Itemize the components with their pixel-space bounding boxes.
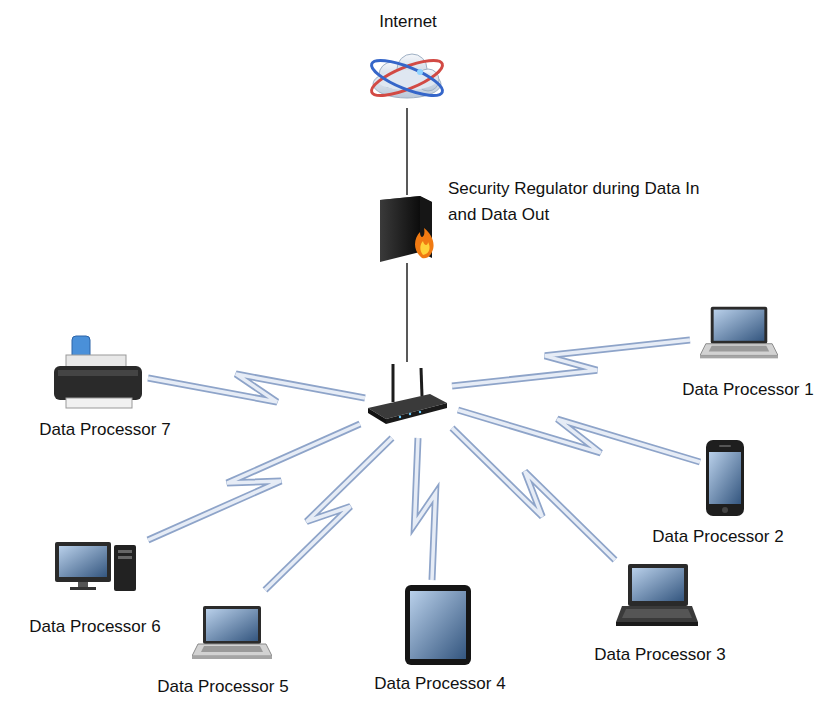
tablet-icon <box>405 585 471 665</box>
firewall-node: Security Regulator during Data In and Da… <box>378 195 434 263</box>
wireless-link <box>148 374 365 402</box>
device-label: Data Processor 1 <box>682 380 813 400</box>
wireless-link <box>458 410 700 462</box>
wireless-link <box>414 438 435 580</box>
laptop-node: Data Processor 1 <box>700 305 778 361</box>
phone-icon <box>706 440 744 516</box>
device-label: Data Processor 2 <box>652 527 783 547</box>
wireless-link <box>148 424 360 540</box>
wireless-link <box>265 438 392 590</box>
desktop-node: Data Processor 6 <box>55 540 137 592</box>
wireless-link <box>452 340 690 386</box>
printer-icon <box>54 336 142 408</box>
laptop-node: Data Processor 5 <box>192 605 272 661</box>
wireless-link <box>414 438 435 580</box>
device-label: Data Processor 7 <box>39 420 170 440</box>
phone-node: Data Processor 2 <box>703 440 747 516</box>
printer-node: Data Processor 7 <box>50 335 145 413</box>
wireless-link <box>458 410 700 462</box>
device-label: Data Processor 6 <box>29 617 160 637</box>
network-cable <box>406 108 408 195</box>
wire <box>406 263 408 362</box>
desktop-computer-icon <box>55 542 136 591</box>
wireless-link <box>452 340 690 386</box>
tablet-node: Data Processor 4 <box>405 585 471 665</box>
internet-cloud-icon <box>368 54 447 103</box>
desktop-terminal-icon <box>616 564 698 626</box>
router-icon <box>368 364 447 424</box>
wireless-link <box>452 428 615 560</box>
terminal-node: Data Processor 3 <box>615 565 697 625</box>
wireless-link <box>452 428 615 560</box>
device-label: Data Processor 4 <box>374 674 505 694</box>
wireless-link <box>148 374 365 402</box>
cloud-node: Internet <box>370 48 446 108</box>
network-label: Internet <box>379 12 437 32</box>
wireless-links <box>148 340 700 590</box>
laptop-icon <box>192 606 272 659</box>
device-label: Data Processor 5 <box>157 677 288 697</box>
firewall-label: Security Regulator during Data In and Da… <box>448 176 708 228</box>
wireless-link <box>148 424 360 540</box>
device-label: Data Processor 3 <box>594 645 725 665</box>
firewall-icon <box>380 196 434 262</box>
laptop-icon <box>700 307 778 359</box>
